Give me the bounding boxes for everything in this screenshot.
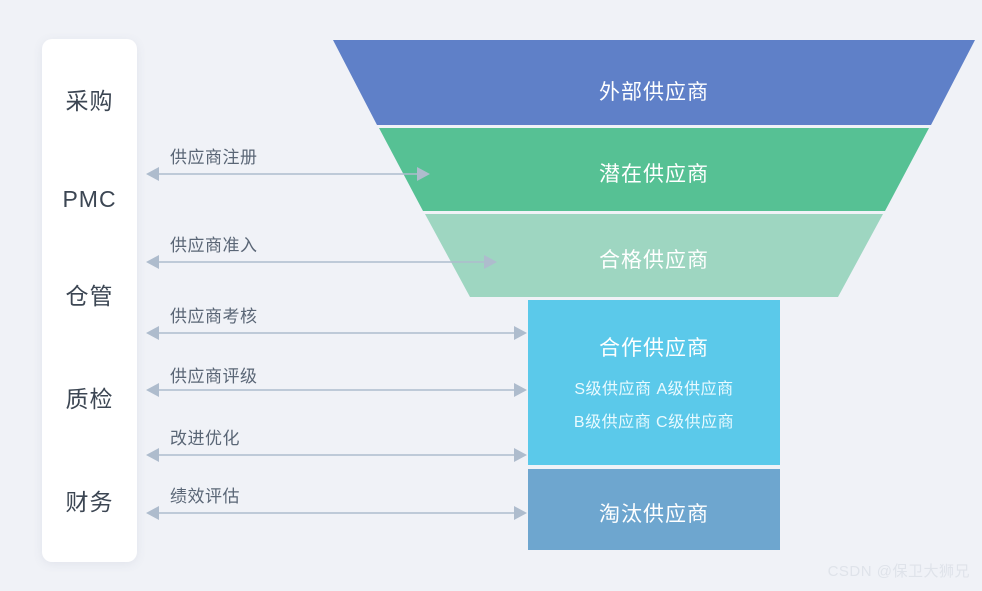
arrow-caption-2: 供应商考核	[170, 307, 258, 326]
arrow-head-left-3	[146, 383, 159, 397]
funnel-sublabel-cooperative-grade-sa: S级供应商 A级供应商	[574, 381, 734, 398]
arrow-head-right-4	[514, 448, 527, 462]
roles-card: 采购 PMC 仓管质检财务	[42, 39, 137, 562]
arrow-head-right-0	[417, 167, 430, 181]
arrow-caption-3: 供应商评级	[170, 367, 258, 386]
arrow-0	[146, 167, 430, 181]
funnel-segment-potential-supplier	[379, 128, 929, 211]
arrow-head-left-2	[146, 326, 159, 340]
arrow-2	[146, 326, 527, 340]
funnel-label-qualified-supplier: 合格供应商	[599, 249, 709, 272]
funnel-segment-eliminated-supplier	[528, 469, 780, 550]
funnel-label-potential-supplier: 潜在供应商	[599, 163, 709, 186]
arrow-head-right-2	[514, 326, 527, 340]
role-item-0[interactable]: 采购	[65, 88, 114, 114]
arrow-3	[146, 383, 527, 397]
role-item-1[interactable]: PMC	[62, 186, 117, 212]
funnel-segment-external-supplier	[333, 40, 975, 125]
role-item-3[interactable]: 质检	[65, 386, 114, 412]
role-item-4[interactable]: 财务	[65, 489, 114, 515]
arrow-head-right-1	[484, 255, 497, 269]
arrow-head-right-3	[514, 383, 527, 397]
arrow-head-left-0	[146, 167, 159, 181]
arrow-head-left-4	[146, 448, 159, 462]
funnel-sublabel-cooperative-grade-bc: B级供应商 C级供应商	[573, 414, 735, 431]
funnel-label-cooperative-supplier: 合作供应商	[599, 337, 709, 360]
arrow-caption-0: 供应商注册	[170, 148, 258, 167]
arrow-head-left-1	[146, 255, 159, 269]
funnel-label-eliminated-supplier: 淘汰供应商	[599, 503, 709, 526]
arrow-head-right-5	[514, 506, 527, 520]
arrow-caption-5: 绩效评估	[170, 487, 240, 506]
csdn-watermark: CSDN @保卫大狮兄	[827, 563, 970, 580]
funnel-segment-cooperative-supplier	[528, 300, 780, 465]
role-item-2[interactable]: 仓管	[65, 283, 114, 309]
arrow-caption-1: 供应商准入	[170, 236, 258, 255]
arrow-4	[146, 448, 527, 462]
arrow-1	[146, 255, 497, 269]
funnel-segment-qualified-supplier	[425, 214, 883, 297]
arrow-5	[146, 506, 527, 520]
arrow-caption-4: 改进优化	[170, 429, 240, 448]
arrow-head-left-5	[146, 506, 159, 520]
funnel-label-external-supplier: 外部供应商	[599, 81, 709, 104]
